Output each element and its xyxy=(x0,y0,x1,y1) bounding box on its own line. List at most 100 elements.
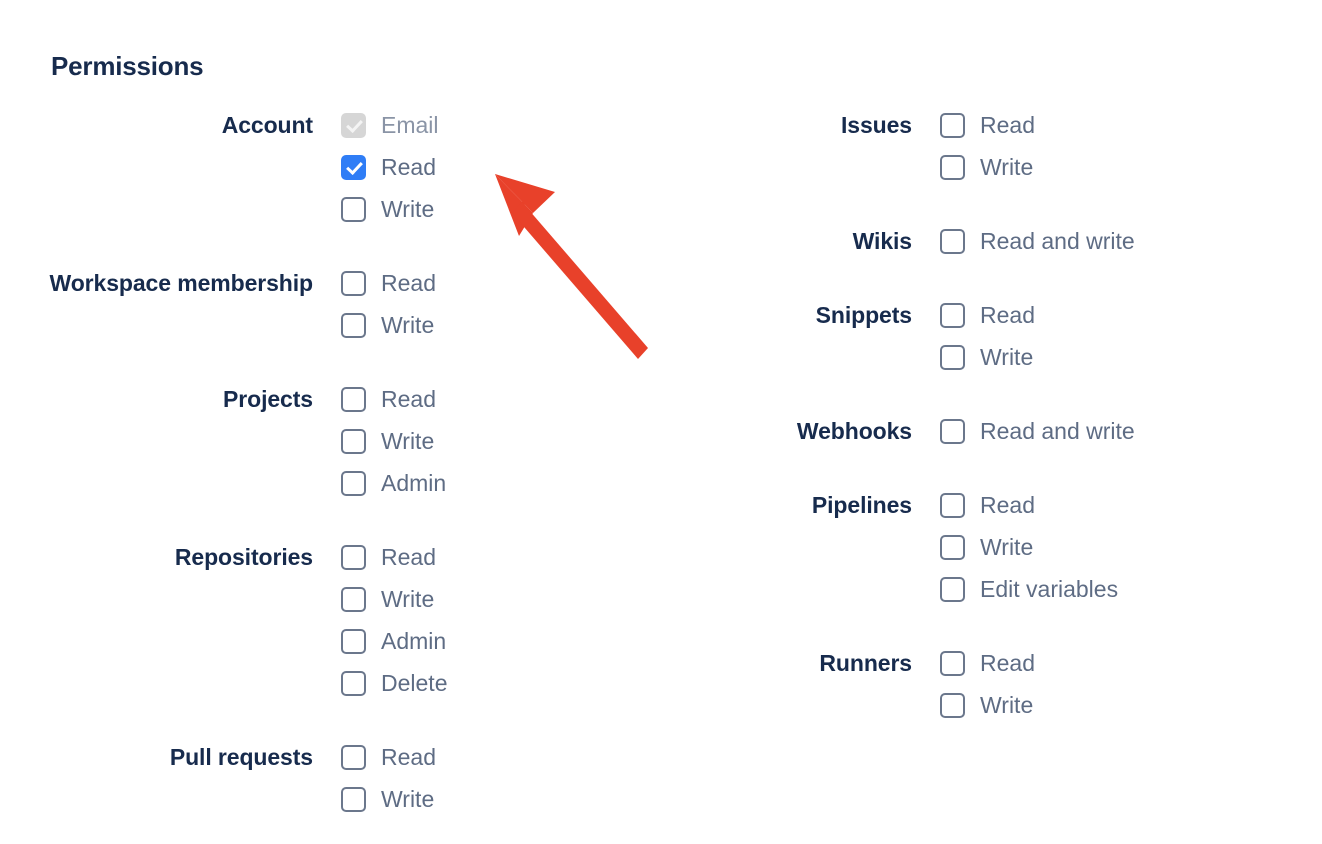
permission-option-row[interactable]: Write xyxy=(341,578,660,620)
permission-group-label: Webhooks xyxy=(796,418,912,444)
checkbox-read-icon[interactable] xyxy=(341,154,366,180)
permission-option-list: Read and write xyxy=(940,220,1322,262)
permission-option-row[interactable]: Email xyxy=(341,104,660,146)
permission-option-label: Admin xyxy=(381,628,447,654)
permission-option-label: Delete xyxy=(381,670,448,696)
checkbox-read-and-write-icon[interactable] xyxy=(940,418,965,444)
checkbox-read-icon[interactable] xyxy=(341,744,366,770)
checkbox-edit-variables-icon[interactable] xyxy=(940,576,965,602)
checkbox-write-icon[interactable] xyxy=(341,786,366,812)
permission-option-label: Read xyxy=(381,544,436,570)
checkbox-read-and-write-icon[interactable] xyxy=(940,228,965,254)
permission-option-label: Write xyxy=(980,534,1034,560)
permission-option-label: Read xyxy=(980,650,1035,676)
permission-group-label: Projects xyxy=(223,386,313,412)
checkbox-read-icon[interactable] xyxy=(341,270,366,296)
checkbox-read-icon[interactable] xyxy=(940,302,965,328)
permission-option-label: Write xyxy=(980,692,1034,718)
permission-group-label: Runners xyxy=(819,650,912,676)
permission-option-row[interactable]: Read xyxy=(940,484,1322,526)
checkbox-write-icon[interactable] xyxy=(940,534,965,560)
permission-option-label: Write xyxy=(980,154,1034,180)
permission-option-row[interactable]: Write xyxy=(940,146,1322,188)
permission-group-label: Account xyxy=(221,112,313,138)
checkbox-write-icon[interactable] xyxy=(940,154,965,180)
permission-option-label: Read xyxy=(980,302,1035,328)
permission-option-row[interactable]: Write xyxy=(940,336,1322,378)
permission-option-row[interactable]: Write xyxy=(940,526,1322,568)
checkbox-email-icon xyxy=(341,112,366,138)
permission-option-row[interactable]: Write xyxy=(341,188,660,230)
checkbox-write-icon[interactable] xyxy=(341,586,366,612)
permission-option-row[interactable]: Edit variables xyxy=(940,568,1322,610)
checkbox-write-icon[interactable] xyxy=(940,692,965,718)
permission-option-label: Read xyxy=(980,492,1035,518)
permission-group: Webhooks Read and write xyxy=(660,410,1322,452)
permission-option-label: Read xyxy=(381,386,436,412)
permission-option-label: Read xyxy=(381,154,436,180)
checkbox-write-icon[interactable] xyxy=(341,312,366,338)
checkbox-read-icon[interactable] xyxy=(940,650,965,676)
permission-group-label: Wikis xyxy=(852,228,912,254)
checkbox-read-icon[interactable] xyxy=(940,492,965,518)
permission-option-row[interactable]: Read xyxy=(341,536,660,578)
permission-option-row[interactable]: Read xyxy=(940,294,1322,336)
checkbox-admin-icon[interactable] xyxy=(341,628,366,654)
permission-option-label: Write xyxy=(381,312,435,338)
permission-option-list: Read and write xyxy=(940,410,1322,452)
permission-option-row[interactable]: Read xyxy=(341,378,660,420)
checkbox-delete-icon[interactable] xyxy=(341,670,366,696)
permission-option-row[interactable]: Read xyxy=(940,642,1322,684)
permission-option-label: Read xyxy=(381,744,436,770)
permission-option-label: Read and write xyxy=(980,228,1135,254)
permission-option-row[interactable]: Read and write xyxy=(940,220,1322,262)
permission-option-row[interactable]: Read xyxy=(341,262,660,304)
page-title: Permissions xyxy=(51,51,204,81)
checkbox-read-icon[interactable] xyxy=(341,544,366,570)
checkbox-write-icon[interactable] xyxy=(341,428,366,454)
checkbox-admin-icon[interactable] xyxy=(341,470,366,496)
permission-option-row[interactable]: Write xyxy=(341,304,660,346)
checkbox-read-icon[interactable] xyxy=(940,112,965,138)
permission-option-row[interactable]: Read xyxy=(940,104,1322,146)
permission-option-label: Admin xyxy=(381,470,447,496)
permission-option-label: Read xyxy=(381,270,436,296)
permission-group-label: Issues xyxy=(840,112,912,138)
permission-option-row[interactable]: Read xyxy=(341,736,660,778)
permission-option-label: Read xyxy=(980,112,1035,138)
permission-option-label: Edit variables xyxy=(980,576,1119,602)
permission-option-label: Write xyxy=(381,586,435,612)
permission-option-row[interactable]: Write xyxy=(341,778,660,820)
permission-option-row[interactable]: Write xyxy=(940,684,1322,726)
checkbox-read-icon[interactable] xyxy=(341,386,366,412)
permission-option-row[interactable]: Admin xyxy=(341,462,660,504)
permission-option-label: Write xyxy=(381,786,435,812)
permission-option-row[interactable]: Write xyxy=(341,420,660,462)
checkbox-write-icon[interactable] xyxy=(341,196,366,222)
permission-group-label: Snippets xyxy=(815,302,912,328)
permission-option-label: Email xyxy=(381,112,439,138)
permission-option-row[interactable]: Read and write xyxy=(940,410,1322,452)
permission-option-row[interactable]: Delete xyxy=(341,662,660,704)
permission-option-row[interactable]: Admin xyxy=(341,620,660,662)
permission-option-row[interactable]: Read xyxy=(341,146,660,188)
permission-group-label: Repositories xyxy=(174,544,313,570)
checkbox-write-icon[interactable] xyxy=(940,344,965,370)
